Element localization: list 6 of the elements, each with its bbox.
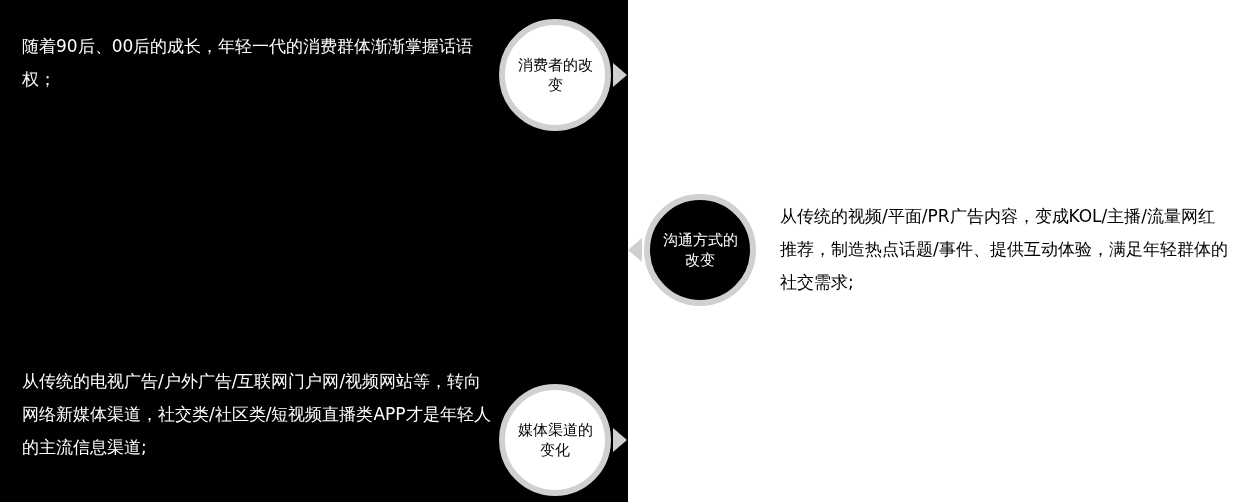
description-text: 随着90后、00后的成长，年轻一代的消费群体渐渐掌握话语权； [22,35,475,91]
description-text: 从传统的电视广告/户外广告/互联网门户网/视频网站等，转向网络新媒体渠道，社交类/社区类/短视频直播类APP才是年轻人的主流信息渠道; [22,370,492,459]
description-text: 从传统的视频/平面/PR广告内容，变成KOL/主播/流量网红推荐，制造热点话题/事件、提供互动体验，满足年轻群体的社交需求; [780,205,1229,294]
node-label: 媒体渠道的变化 [517,420,593,460]
node-label: 消费者的改变 [517,55,593,95]
node-label: 沟通方式的改变 [662,230,738,270]
